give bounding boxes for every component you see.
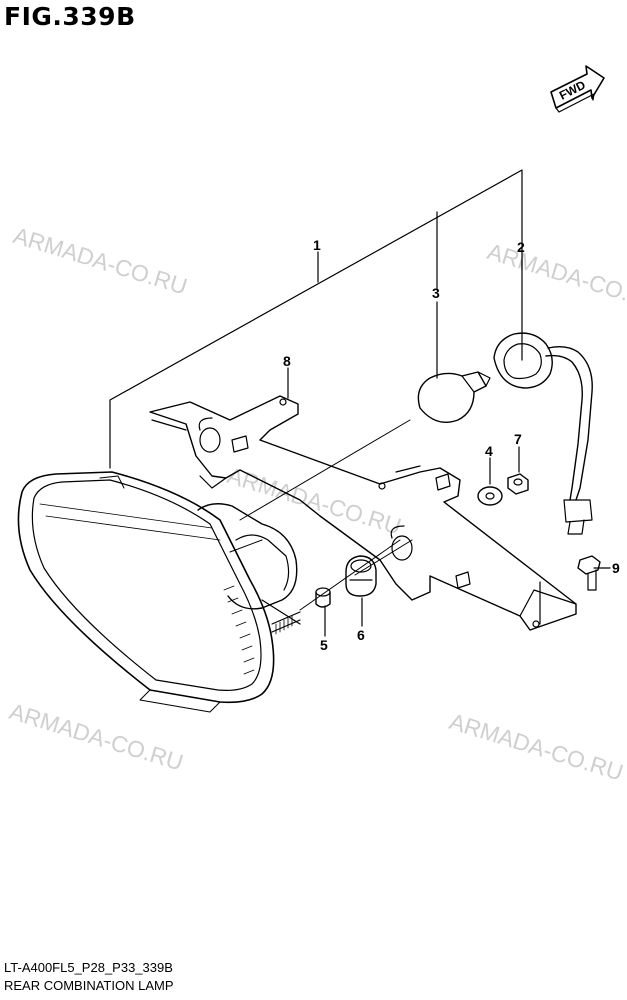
- callout-7: 7: [514, 431, 522, 447]
- bolt: [577, 555, 601, 591]
- nut: [507, 473, 529, 495]
- callout-3: 3: [432, 285, 440, 301]
- bulb: [417, 371, 491, 423]
- callout-6: 6: [357, 627, 365, 643]
- callout-9: 9: [612, 560, 620, 576]
- callout-5: 5: [320, 637, 328, 653]
- callout-1: 1: [313, 237, 321, 253]
- collar: [315, 587, 331, 608]
- figure-code: LT-A400FL5_P28_P33_339B: [4, 960, 173, 975]
- callout-4: 4: [485, 443, 493, 459]
- rear-combination-lamp: [17, 471, 301, 713]
- mounting-bracket: [149, 395, 577, 631]
- figure-caption: REAR COMBINATION LAMP: [4, 978, 174, 993]
- washer: [477, 486, 503, 506]
- callout-8: 8: [283, 353, 291, 369]
- exploded-axis-lines: [229, 419, 413, 611]
- figure-title: FIG.339B: [4, 2, 136, 31]
- callout-2: 2: [517, 239, 525, 255]
- socket-wiring: [493, 332, 593, 535]
- grommet: [345, 555, 377, 597]
- fwd-arrow-icon: [550, 65, 605, 113]
- assembly-leader-lines: [109, 169, 611, 637]
